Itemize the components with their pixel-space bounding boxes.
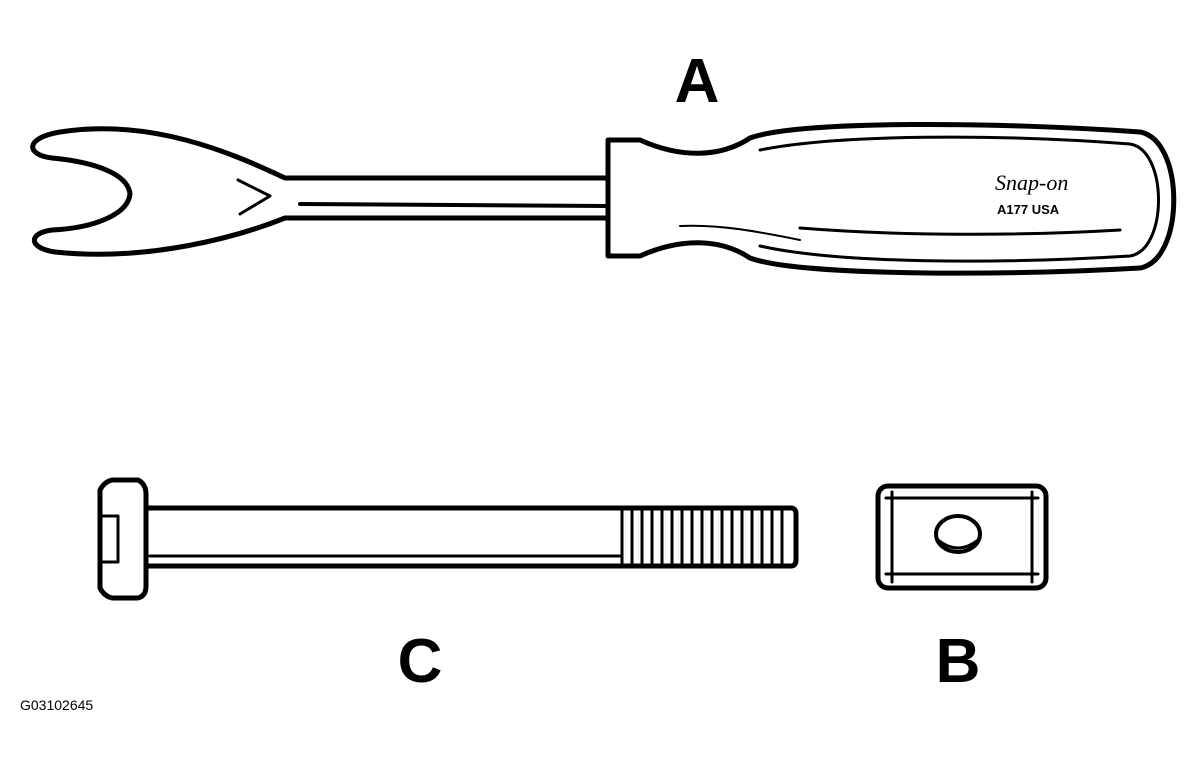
shaft-shadow xyxy=(298,202,608,208)
nut-block-body xyxy=(875,483,1049,591)
callout-b: B xyxy=(936,627,981,696)
bolt-threads xyxy=(620,508,784,566)
model-number-text: A177 USA xyxy=(997,202,1060,217)
bolt-tool xyxy=(97,477,799,601)
bolt-head-facet xyxy=(100,514,120,564)
nut-block-tool xyxy=(875,483,1049,591)
handle-groove xyxy=(798,226,1122,236)
handle-inner-outline xyxy=(758,135,1160,263)
handle-outline xyxy=(605,121,1177,276)
figure-id: G03102645 xyxy=(20,697,93,713)
fork-notch xyxy=(236,178,272,216)
brand-logo-text: Snap-on xyxy=(995,170,1068,195)
forked-blade xyxy=(30,126,611,257)
bolt-head xyxy=(97,477,149,601)
nut-block-hole-depth xyxy=(936,538,980,550)
handle-groove-lower xyxy=(679,224,801,241)
trim-panel-remover-tool: Snap-on A177 USA xyxy=(30,121,1177,276)
callout-c: C xyxy=(398,627,443,696)
bolt-shank xyxy=(143,505,799,569)
callout-a: A xyxy=(675,47,720,116)
nut-block-hole xyxy=(934,514,982,554)
